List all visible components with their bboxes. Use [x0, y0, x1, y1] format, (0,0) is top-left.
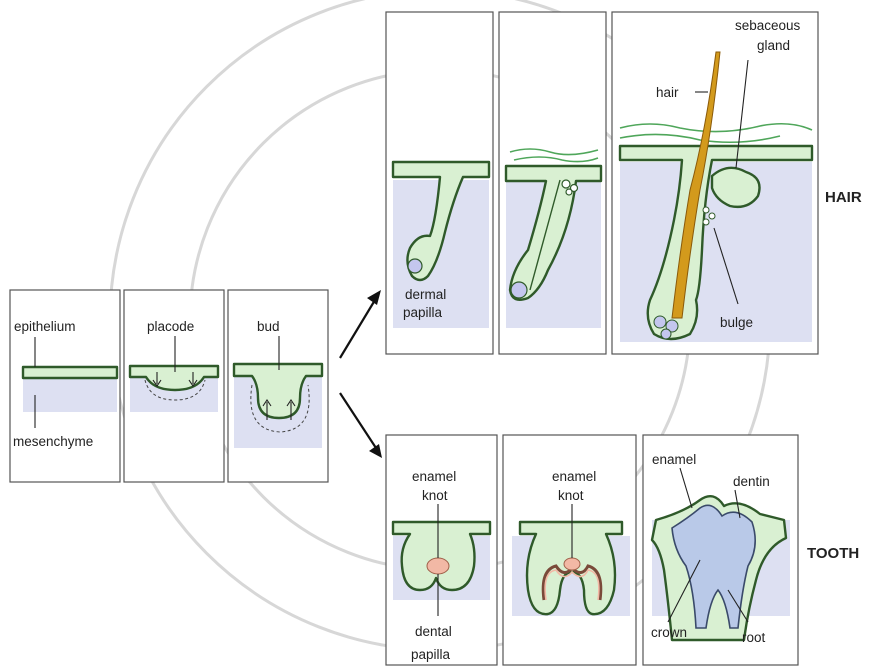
- label-dermal-papilla: papilla: [403, 305, 443, 320]
- panel-flat-epithelium: epithelium mesenchyme: [10, 290, 120, 482]
- label-root: root: [742, 630, 766, 645]
- arrow-to-tooth: [340, 393, 382, 458]
- label-placode: placode: [147, 319, 194, 334]
- arrow-to-hair: [340, 290, 381, 358]
- panel-tooth-cap: enamel knot dental papilla: [386, 435, 497, 665]
- label-crown: crown: [651, 625, 687, 640]
- label-dental-papilla: papilla: [411, 647, 451, 662]
- label-sebaceous: sebaceous: [735, 18, 801, 33]
- panel-placode: placode: [124, 290, 224, 482]
- panel-hair-follicle-early: [499, 12, 606, 354]
- panel-hair-peg: dermal papilla: [386, 12, 493, 354]
- label-enamel: enamel: [652, 452, 696, 467]
- label-bulge: bulge: [720, 315, 753, 330]
- row-title-hair: HAIR: [825, 189, 862, 206]
- label-mesenchyme: mesenchyme: [13, 434, 93, 449]
- label-knot-1: knot: [422, 488, 448, 503]
- panel-tooth-formed: enamel dentin crown root: [643, 435, 798, 665]
- label-bud: bud: [257, 319, 280, 334]
- panel-bud: bud: [228, 290, 328, 482]
- label-hair: hair: [656, 85, 679, 100]
- label-dermal: dermal: [405, 287, 446, 302]
- label-sebaceous-gland: gland: [757, 38, 790, 53]
- label-knot-2: knot: [558, 488, 584, 503]
- label-enamel-knot-2: enamel: [552, 469, 596, 484]
- row-title-tooth: TOOTH: [807, 545, 859, 562]
- label-dentin: dentin: [733, 474, 770, 489]
- panel-hair-follicle-mature: hair sebaceous gland bulge: [612, 12, 818, 354]
- panel-tooth-bell: enamel knot: [503, 435, 636, 665]
- label-enamel-knot-1: enamel: [412, 469, 456, 484]
- label-dental: dental: [415, 624, 452, 639]
- label-epithelium: epithelium: [14, 319, 76, 334]
